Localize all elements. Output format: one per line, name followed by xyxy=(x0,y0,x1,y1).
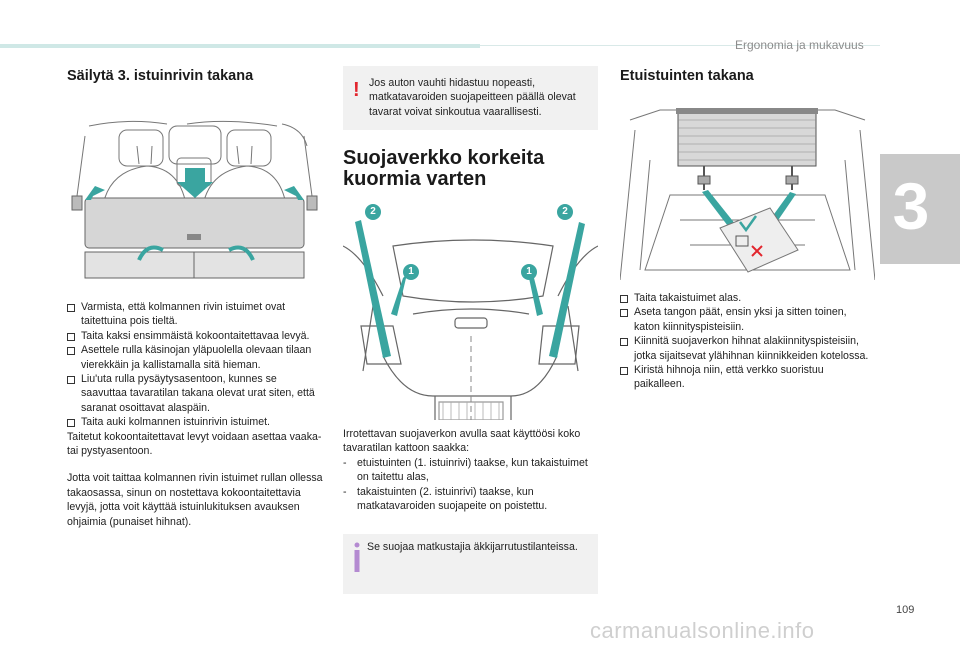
illustration-net-behind-front-seats xyxy=(619,100,876,281)
list-item: Varmista, että kolmannen rivin istuimet … xyxy=(67,300,325,329)
list-item: Kiristä hihnoja niin, että verkko suoris… xyxy=(620,363,875,392)
col3-text: Taita takaistuimet alas. Aseta tangon pä… xyxy=(620,291,875,392)
warning-text: Jos auton vauhti hidastuu nopeasti, matk… xyxy=(369,77,576,118)
list-item: Taita kaksi ensimmäistä kokoontaitettava… xyxy=(67,329,325,343)
callout-badge: 1 xyxy=(521,264,537,280)
chapter-tab xyxy=(880,154,960,264)
heading-line: Suojaverkko korkeita xyxy=(343,147,545,169)
list-item: Kiinnitä suojaverkon hihnat alakiinnitys… xyxy=(620,334,875,363)
list-item: Taita takaistuimet alas. xyxy=(620,291,875,305)
paragraph: Jotta voit taittaa kolmannen rivin istui… xyxy=(67,472,323,528)
list-item: -takaistuinten (2. istuinrivi) taakse, k… xyxy=(343,485,548,513)
list-item-text: etuistuinten (1. istuinrivi) taakse, kun… xyxy=(357,456,588,484)
header-rule xyxy=(480,45,880,46)
list-item: Asettele rulla käsinojan yläpuolella ole… xyxy=(67,343,325,372)
chapter-number: 3 xyxy=(892,169,930,243)
warning-note: ! Jos auton vauhti hidastuu nopeasti, ma… xyxy=(343,66,598,130)
heading-third-row: Säilytä 3. istuinrivin takana xyxy=(67,68,254,84)
col1-text: Varmista, että kolmannen rivin istuimet … xyxy=(67,300,325,529)
callout-badge: 2 xyxy=(365,204,381,220)
paragraph: Taitetut kokoontaitettavat levyt voidaan… xyxy=(67,430,322,458)
illustration-net-positions: 2 2 1 1 xyxy=(342,196,599,421)
header-accent-bar xyxy=(0,44,480,48)
heading-line: kuormia varten xyxy=(343,168,487,190)
info-icon xyxy=(354,542,360,572)
warning-icon: ! xyxy=(353,79,360,101)
heading-net: Suojaverkko korkeita kuormia varten xyxy=(343,148,544,190)
page-number: 109 xyxy=(896,604,915,616)
info-text: Se suojaa matkustajia äkkijarrutustilant… xyxy=(367,541,578,553)
list-item: Liu'uta rulla pysäytysasentoon, kunnes s… xyxy=(67,372,325,415)
watermark: carmanualsonline.info xyxy=(590,618,815,643)
info-note: Se suojaa matkustajia äkkijarrutustilant… xyxy=(343,534,598,594)
list-item: Taita auki kolmannen istuinrivin istuime… xyxy=(67,415,325,429)
illustration-cargo-cover-third-row xyxy=(67,116,322,286)
heading-front-seats: Etuistuinten takana xyxy=(620,68,754,84)
list-item: -etuistuinten (1. istuinrivi) taakse, ku… xyxy=(343,456,588,484)
list-item: Aseta tangon päät, ensin yksi ja sitten … xyxy=(620,305,875,334)
paragraph: Irrotettavan suojaverkon avulla saat käy… xyxy=(343,428,581,455)
callout-badge: 1 xyxy=(403,264,419,280)
col2-text: Irrotettavan suojaverkon avulla saat käy… xyxy=(343,427,598,513)
callout-badge: 2 xyxy=(557,204,573,220)
list-item-text: takaistuinten (2. istuinrivi) taakse, ku… xyxy=(357,485,548,513)
section-title: Ergonomia ja mukavuus xyxy=(735,38,864,52)
